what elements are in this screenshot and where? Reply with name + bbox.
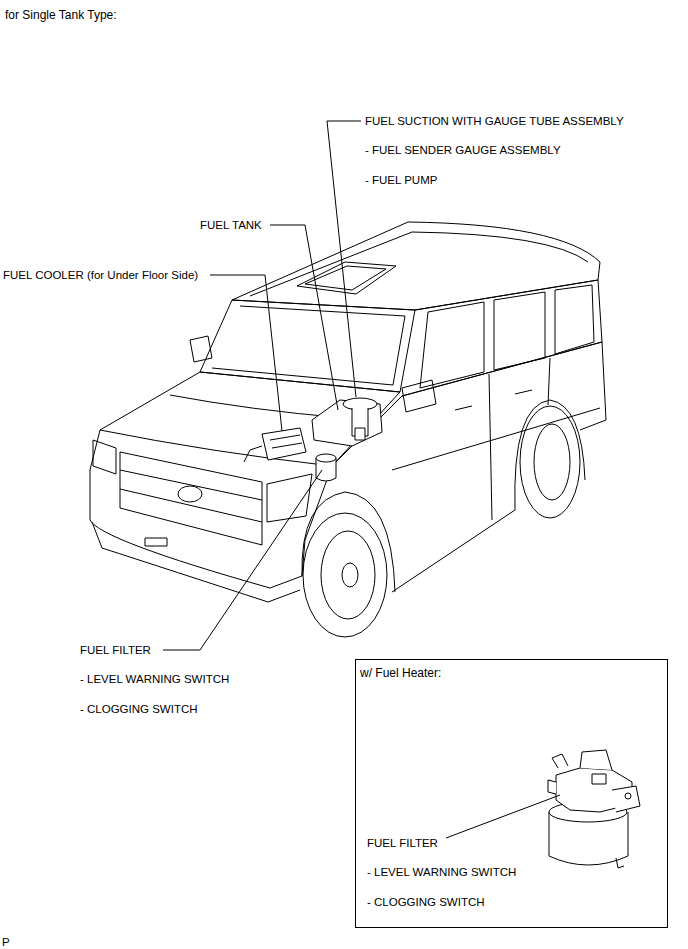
part-label: FUEL SUCTION WITH GAUGE TUBE ASSEMBLY [365,114,624,128]
bumper [92,522,300,602]
side-window [555,285,594,354]
door-mirror [402,380,436,412]
door-line [489,374,492,520]
filter-port [552,754,568,768]
part-label: - LEVEL WARNING SWITCH [80,672,229,686]
inset-heading: w/ Fuel Heater: [356,660,441,680]
door-handle [455,406,472,410]
sunroof [297,262,396,294]
inset-box: w/ Fuel Heater: [355,659,668,928]
fuel-filter-top [316,454,336,462]
headlight [267,474,312,522]
side-window-frame [402,280,602,396]
part-label: - FUEL PUMP [365,173,437,187]
side-window [420,302,484,388]
filter-bracket [612,786,640,812]
sill [392,510,515,592]
part-label: - FUEL SENDER GAUGE ASSEMBLY [365,143,561,157]
leader-line [327,121,361,397]
leader-line [210,275,282,431]
filter-drain [616,858,624,868]
side-window [494,292,545,370]
filter-heater [580,750,612,770]
front-wheel-rim [321,531,375,619]
filter-bolt [625,793,631,799]
fuel-pump [355,428,365,440]
emblem [178,486,202,502]
roof-rail [250,232,588,296]
windshield-inner [212,306,405,385]
front-wheel [303,513,387,637]
body-molding [392,408,600,470]
front-wheel-hub [342,563,358,587]
leader-line [163,470,322,650]
fog-lamp [145,538,167,546]
grille [120,452,262,545]
door-mirror [190,336,212,362]
headlight [93,440,116,474]
filter-connector [592,774,606,784]
rear-wheel-rim [534,424,570,500]
sunroof-inner [305,266,386,290]
part-label: FUEL COOLER (for Under Floor Side) [3,268,198,282]
filter-port [548,780,556,794]
fuel-cooler-fin [270,435,300,440]
part-label: FUEL FILTER [367,836,438,850]
part-label: FUEL FILTER [80,643,151,657]
part-label: - CLOGGING SWITCH [80,702,198,716]
rear-wheel [520,406,580,518]
door-line [548,358,550,405]
fuel-cooler-fin [272,443,302,448]
page-mark: P [2,935,10,949]
grille-bar [120,470,262,500]
part-label: FUEL TANK [200,218,262,232]
door-handle [515,390,532,394]
windshield [200,300,415,392]
hood-crease [170,395,345,418]
fuel-pipe [244,446,262,462]
fuel-cooler [262,428,306,460]
grille-bar [120,489,262,522]
part-label: - CLOGGING SWITCH [367,895,485,909]
part-label: - LEVEL WARNING SWITCH [367,865,516,879]
leader-line [270,225,338,410]
diagram-title: for Single Tank Type: [5,8,117,22]
leader-line [446,795,560,838]
